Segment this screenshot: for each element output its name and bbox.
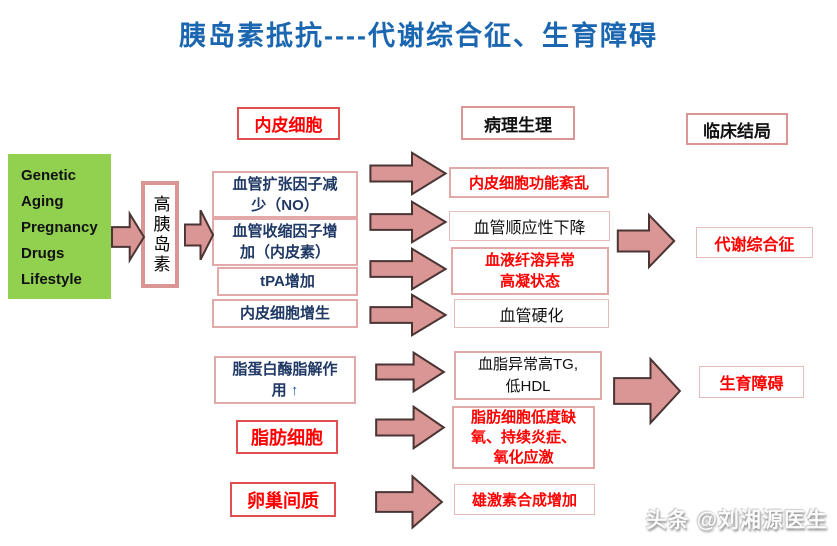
- ovarian-stroma-label-box: 卵巢间质: [230, 482, 336, 517]
- endothelial-dysfunction-box: 内皮细胞功能紊乱: [449, 167, 609, 198]
- hyperinsulin-box: 高胰岛素: [141, 181, 179, 288]
- fertility-disorder-box: 生育障碍: [699, 366, 804, 398]
- dyslipidemia-box: 血脂异常高TG, 低HDL: [454, 351, 602, 400]
- pathophysiology-header: 病理生理: [484, 115, 552, 135]
- tpa-label: tPA增加: [260, 273, 315, 290]
- lipoprotein-line2: 用 ↑: [271, 382, 299, 399]
- risk-factor-genetic: Genetic: [21, 167, 77, 184]
- adipocyte-hypoxia-box: 脂肪细胞低度缺 氧、持续炎症、 氧化应激: [452, 406, 595, 469]
- ovarian-stroma-label: 卵巢间质: [247, 490, 319, 511]
- arrow-vasoconstrictor: [368, 199, 448, 245]
- risk-factor-lifestyle: Lifestyle: [21, 271, 82, 288]
- watermark: 头条 @刘湘源医生: [645, 509, 828, 532]
- dyslipidemia-line2: 低HDL: [505, 377, 551, 395]
- risk-factors-box: Genetic Aging Pregnancy Drugs Lifestyle: [8, 154, 111, 299]
- proliferation-box: 内皮细胞增生: [212, 299, 358, 328]
- fibrinolysis-line2: 高凝状态: [499, 273, 560, 290]
- tpa-box: tPA增加: [217, 267, 358, 296]
- androgen-box: 雄激素合成增加: [454, 484, 595, 515]
- adipocyte-label: 脂肪细胞: [251, 428, 323, 448]
- vasoconstrictor-line2: 加（内皮素）: [239, 244, 330, 261]
- androgen-label: 雄激素合成增加: [471, 492, 577, 509]
- arrow-dyslipidemia: [374, 350, 446, 394]
- fertility-disorder-label: 生育障碍: [719, 376, 784, 393]
- arrow-ovarian: [374, 473, 444, 531]
- risk-factor-aging: Aging: [21, 193, 64, 210]
- fibrinolysis-line1: 血液纤溶异常: [484, 252, 575, 269]
- endothelial-cell-label-box: 内皮细胞: [237, 107, 340, 140]
- endothelial-dysfunction-label: 内皮细胞功能紊乱: [468, 175, 589, 192]
- metabolic-syndrome-label: 代谢综合征: [714, 236, 795, 254]
- fibrinolysis-box: 血液纤溶异常 高凝状态: [451, 247, 609, 295]
- vascular-compliance-label: 血管顺应性下降: [473, 220, 586, 237]
- arrow-to-metabolic-syndrome: [616, 210, 676, 272]
- vasodilator-line1: 血管扩张因子减: [232, 175, 338, 193]
- pathophysiology-header-box: 病理生理: [461, 106, 575, 140]
- hyperinsulin-label: 高胰岛素: [150, 194, 170, 275]
- proliferation-label: 内皮细胞增生: [239, 305, 330, 322]
- adipocyte-hypoxia-line3: 氧化应激: [493, 448, 554, 466]
- lipoprotein-line1: 脂蛋白酶脂解作: [232, 361, 338, 378]
- risk-factor-drugs: Drugs: [21, 245, 65, 262]
- clinical-outcome-header-box: 临床结局: [686, 113, 788, 145]
- risk-factor-pregnancy: Pregnancy: [21, 219, 98, 236]
- arrow-to-fertility-disorder: [612, 353, 682, 429]
- adipocyte-hypoxia-line2: 氧、持续炎症、: [470, 428, 576, 446]
- dyslipidemia-line1: 血脂异常高TG,: [478, 355, 578, 373]
- adipocyte-hypoxia-line1: 脂肪细胞低度缺: [470, 408, 576, 426]
- arrow-risk-to-insulin: [111, 208, 145, 266]
- vasoconstrictor-line1: 血管收缩因子增: [232, 223, 338, 240]
- arrow-sclerosis: [368, 292, 448, 338]
- metabolic-syndrome-box: 代谢综合征: [696, 227, 813, 258]
- lipoprotein-lipase-box: 脂蛋白酶脂解作 用 ↑: [214, 356, 356, 404]
- adipocyte-label-box: 脂肪细胞: [236, 420, 338, 454]
- endothelial-cell-label: 内皮细胞: [254, 116, 323, 135]
- arrow-insulin-to-mechanisms: [184, 204, 214, 266]
- slide-title: 胰岛素抵抗----代谢综合征、生育障碍: [179, 21, 658, 51]
- vasodilator-line2: 少（NO）: [251, 196, 319, 214]
- arrow-adipocyte: [374, 404, 446, 451]
- up-arrow-icon: ↑: [290, 382, 299, 399]
- clinical-outcome-header: 临床结局: [703, 121, 771, 141]
- arrow-fibrinolysis: [368, 246, 448, 292]
- vascular-sclerosis-label: 血管硬化: [499, 307, 564, 325]
- vascular-sclerosis-box: 血管硬化: [454, 299, 609, 328]
- vasodilator-box: 血管扩张因子减 少（NO）: [212, 171, 358, 218]
- vascular-compliance-box: 血管顺应性下降: [449, 211, 610, 241]
- vasoconstrictor-box: 血管收缩因子增 加（内皮素）: [212, 218, 358, 266]
- arrow-vasodilator: [368, 150, 448, 197]
